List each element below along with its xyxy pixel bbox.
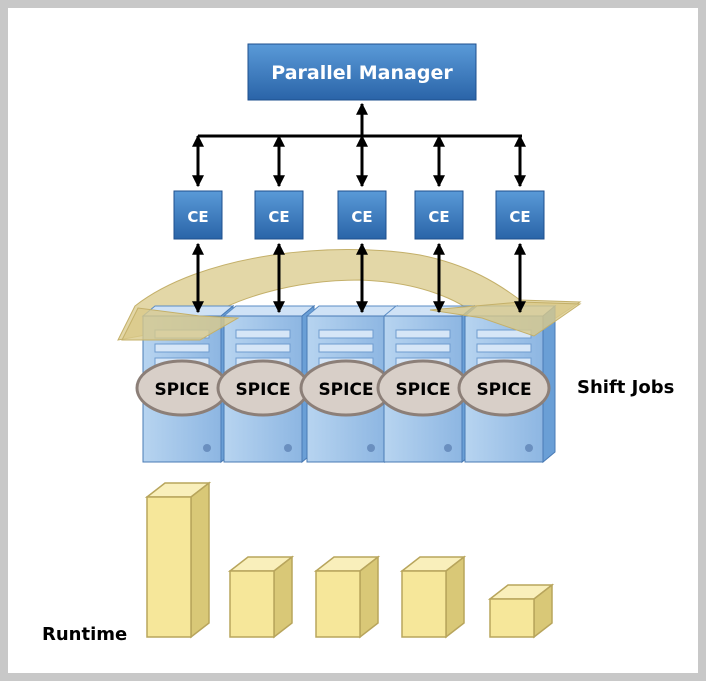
ce-unit: CE bbox=[173, 134, 223, 240]
runtime-bar bbox=[313, 555, 381, 639]
ce-box bbox=[337, 190, 387, 240]
runtime-bars bbox=[144, 481, 555, 639]
server-tower: SPICE bbox=[216, 304, 316, 464]
runtime-bar bbox=[399, 555, 467, 639]
parallel-manager-box: Parallel Manager bbox=[247, 43, 477, 101]
ce-label: CE bbox=[351, 208, 372, 226]
ce-unit: CE bbox=[414, 134, 464, 240]
runtime-label: Runtime bbox=[42, 624, 127, 645]
shift-arrow-band-front bbox=[121, 301, 582, 341]
ce-box bbox=[254, 190, 304, 240]
server-row: SPICE SPICE SPICE SPICE SPICE bbox=[135, 304, 557, 464]
spice-label: SPICE bbox=[476, 380, 531, 400]
spice-label: SPICE bbox=[235, 380, 290, 400]
ce-box bbox=[495, 190, 545, 240]
ce-server-arrows bbox=[192, 242, 526, 314]
shift-jobs-label: Shift Jobs bbox=[577, 377, 674, 398]
ce-box bbox=[173, 190, 223, 240]
parallel-manager-label: Parallel Manager bbox=[271, 62, 453, 84]
spice-label: SPICE bbox=[318, 380, 373, 400]
runtime-bar bbox=[227, 555, 295, 639]
ce-box bbox=[414, 190, 464, 240]
runtime-bar bbox=[144, 481, 212, 639]
ce-label: CE bbox=[509, 208, 530, 226]
spice-label: SPICE bbox=[154, 380, 209, 400]
ce-label: CE bbox=[268, 208, 289, 226]
ce-label: CE bbox=[428, 208, 449, 226]
ce-label: CE bbox=[187, 208, 208, 226]
spice-label: SPICE bbox=[395, 380, 450, 400]
ce-unit: CE bbox=[495, 134, 545, 240]
spice-oval bbox=[457, 359, 551, 417]
ce-unit: CE bbox=[254, 134, 304, 240]
ce-unit: CE bbox=[337, 134, 387, 240]
runtime-bar bbox=[487, 583, 555, 639]
ce-row: CE CE CE CE CE bbox=[173, 134, 545, 240]
